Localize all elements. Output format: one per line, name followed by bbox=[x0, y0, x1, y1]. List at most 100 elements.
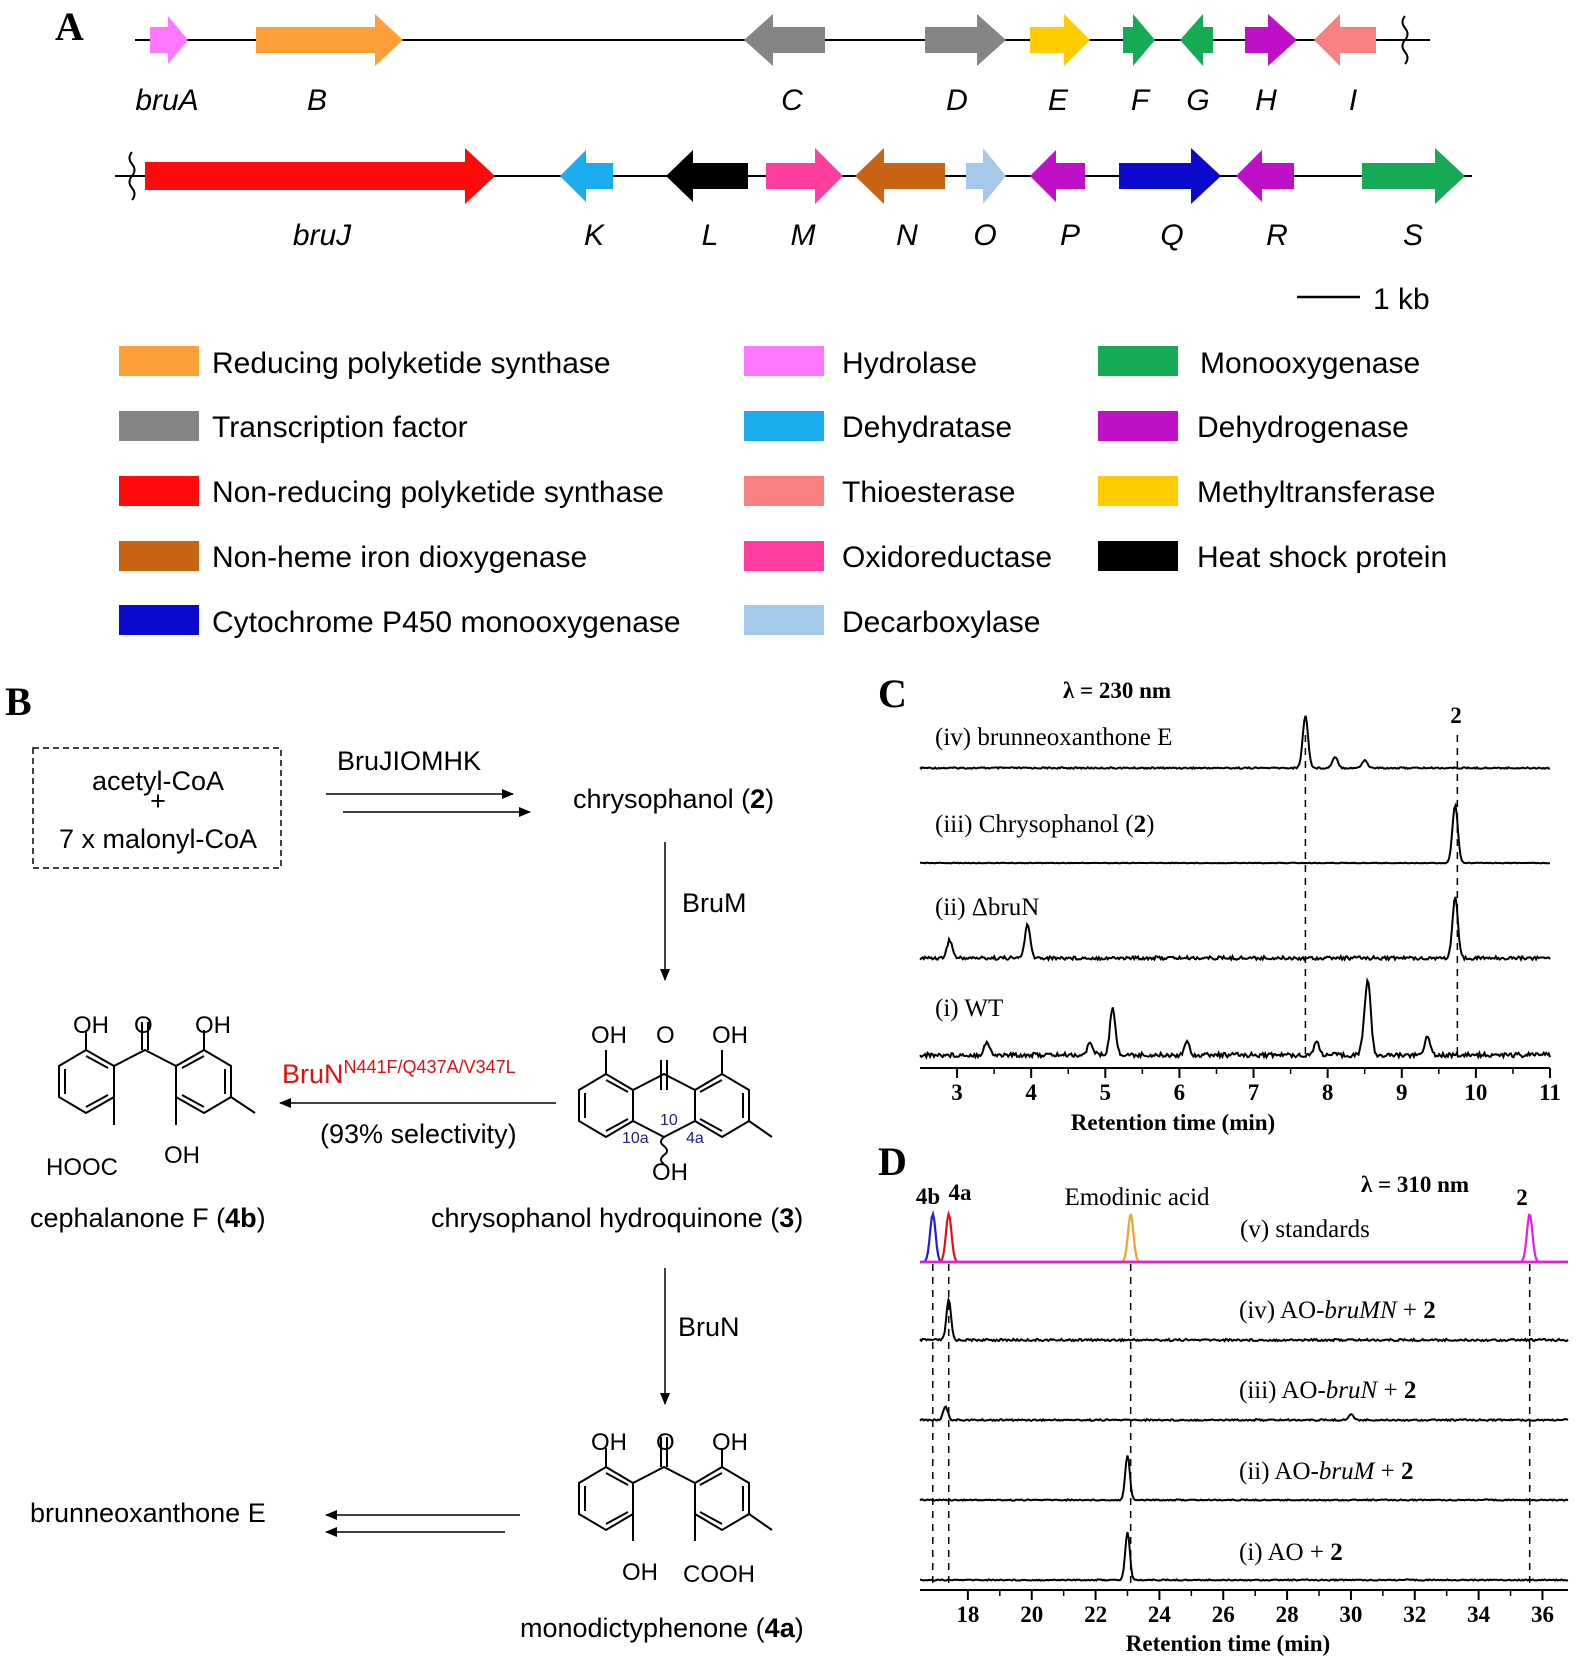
pks-step: BruJIOMHK bbox=[326, 746, 531, 817]
chart-d-peak-4a: 4a bbox=[949, 1180, 973, 1205]
gene-arrow-O bbox=[966, 148, 1006, 204]
chart-d-trace-3 bbox=[919, 1455, 1569, 1502]
legend-label-hsp: Heat shock protein bbox=[1197, 541, 1447, 574]
gene-label-F: F bbox=[1131, 84, 1151, 117]
legend-swatch-p450 bbox=[119, 605, 199, 635]
chart-d-peak-emodinic: Emodinic acid bbox=[1064, 1184, 1210, 1211]
c4a-cooh: COOH bbox=[683, 1561, 755, 1588]
gene-label-Q: Q bbox=[1160, 219, 1183, 252]
gene-labels-row-2: bruJ K L M N O P Q R S bbox=[293, 219, 1423, 252]
c4a-oh-left: OH bbox=[591, 1429, 627, 1456]
scale-bar-label: 1 kb bbox=[1373, 283, 1430, 316]
variant-step: BruNN441F/Q437A/V347L (93% selectivity) bbox=[279, 1057, 556, 1149]
c3-oh-right: OH bbox=[712, 1022, 748, 1049]
chart-c-tick-label-6: 6 bbox=[1174, 1080, 1186, 1105]
panel-label-a: A bbox=[55, 4, 84, 49]
c3-oh-bottom: OH bbox=[652, 1159, 688, 1186]
ketone-bridge bbox=[113, 1022, 177, 1067]
gene-label-N: N bbox=[896, 219, 918, 252]
legend-swatch-monooxygenase bbox=[1098, 346, 1178, 376]
legend-swatch-thioesterase bbox=[744, 476, 824, 506]
legend-label-p450: Cytochrome P450 monooxygenase bbox=[212, 606, 681, 639]
c4b-oh-right: OH bbox=[195, 1012, 231, 1039]
gene-cluster-row-2 bbox=[115, 148, 1472, 204]
c4b-hooc: HOOC bbox=[46, 1154, 118, 1181]
chart-d-xlabel: Retention time (min) bbox=[1126, 1631, 1330, 1656]
chart-d-series-iv-label: (iv) AO-bruMN + 2 bbox=[1239, 1297, 1436, 1324]
enzyme-label-brujiomhk: BruJIOMHK bbox=[337, 746, 481, 776]
chart-c-trace-3 bbox=[919, 976, 1551, 1061]
compound-4a-label: monodictyphenone (4a) bbox=[520, 1613, 804, 1643]
gene-arrow-H bbox=[1245, 14, 1297, 66]
legend-label-decarboxylase: Decarboxylase bbox=[842, 606, 1040, 639]
gene-label-B: B bbox=[307, 84, 327, 117]
ring-right bbox=[694, 1072, 750, 1139]
c4a-oh-right: OH bbox=[712, 1429, 748, 1456]
gene-label-M: M bbox=[791, 219, 816, 252]
brum-step: BruM bbox=[660, 842, 747, 981]
chart-c-tick-label-11: 11 bbox=[1539, 1080, 1561, 1105]
chart-c: λ = 230 nm 2 (iv) brunneoxanthone E (iii… bbox=[919, 678, 1561, 1135]
legend-swatch-nrpks bbox=[119, 476, 199, 506]
chart-c-series-ii-label: (ii) ΔbruN bbox=[935, 894, 1039, 921]
gene-arrow-N bbox=[855, 148, 945, 204]
gene-label-P: P bbox=[1060, 219, 1080, 252]
gene-label-L: L bbox=[702, 219, 719, 252]
ring-4b-left-double bbox=[64, 1055, 109, 1108]
gene-arrow-B bbox=[256, 14, 403, 66]
legend-label-oxidoreductase: Oxidoreductase bbox=[842, 541, 1052, 574]
gene-label-K: K bbox=[584, 219, 606, 252]
chart-d-series-ii-label: (ii) AO-bruM + 2 bbox=[1239, 1458, 1414, 1485]
chart-c-tick-label-7: 7 bbox=[1248, 1080, 1260, 1105]
chart-c-series-iii-label: (iii) Chrysophanol (2) bbox=[935, 811, 1154, 838]
legend-swatch-oxidoreductase bbox=[744, 541, 824, 571]
chart-c-tick-label-3: 3 bbox=[951, 1080, 963, 1105]
chart-d-tick-label-18: 18 bbox=[956, 1602, 979, 1627]
ring-right-double bbox=[699, 1079, 744, 1132]
row1-break-mark bbox=[1401, 15, 1409, 65]
oh-bonds bbox=[605, 1050, 723, 1074]
position-10a: 10a bbox=[622, 1130, 649, 1147]
gene-arrow-F bbox=[1123, 14, 1155, 66]
gene-label-I: I bbox=[1349, 84, 1357, 117]
chart-d: λ = 310 nm 4b 4a Emodinic acid 2 (v) sta… bbox=[916, 1172, 1569, 1656]
chart-d-peak-2: 2 bbox=[1516, 1185, 1528, 1210]
final-product-label: brunneoxanthone E bbox=[30, 1498, 266, 1528]
gene-arrow-M bbox=[766, 148, 843, 204]
chart-c-tick-label-9: 9 bbox=[1396, 1080, 1408, 1105]
enzyme-label-brum: BruM bbox=[682, 888, 747, 918]
precursor-box: acetyl-CoA + 7 x malonyl-CoA bbox=[32, 747, 282, 869]
c4b-oh-bottom: OH bbox=[164, 1142, 200, 1169]
chart-d-tick-label-32: 32 bbox=[1403, 1602, 1426, 1627]
ring-4b-right-double bbox=[181, 1055, 226, 1108]
panel-label-c: C bbox=[878, 671, 907, 716]
legend-swatch-dioxygenase bbox=[119, 541, 199, 571]
legend-label-tf: Transcription factor bbox=[212, 411, 468, 444]
gene-arrow-Q bbox=[1119, 148, 1221, 204]
chart-d-tick-label-20: 20 bbox=[1020, 1602, 1043, 1627]
gene-arrow-S bbox=[1362, 148, 1465, 204]
structure-monodictyphenone bbox=[578, 1437, 773, 1541]
chart-d-tick-label-36: 36 bbox=[1531, 1602, 1554, 1627]
chart-d-tick-label-30: 30 bbox=[1339, 1602, 1362, 1627]
ring-4a-left bbox=[578, 1465, 634, 1532]
variant-enzyme-label: BruNN441F/Q437A/V347L bbox=[282, 1057, 516, 1089]
gene-arrow-P bbox=[1030, 150, 1085, 202]
chart-d-title: λ = 310 nm bbox=[1361, 1172, 1469, 1197]
enzyme-label-brun: BruN bbox=[678, 1312, 740, 1342]
ring-4b-right bbox=[175, 1048, 232, 1115]
chart-c-tick-label-5: 5 bbox=[1100, 1080, 1112, 1105]
chart-c-xlabel: Retention time (min) bbox=[1071, 1110, 1275, 1135]
chart-c-title: λ = 230 nm bbox=[1063, 678, 1171, 703]
gene-label-C: C bbox=[781, 84, 803, 117]
oh-bonds-4b bbox=[85, 1030, 205, 1050]
ketone-bridge-4a bbox=[632, 1437, 696, 1484]
chart-d-tick-label-28: 28 bbox=[1276, 1602, 1299, 1627]
legend-label-nrpks: Non-reducing polyketide synthase bbox=[212, 476, 664, 509]
gene-labels-row-1: bruA B C D E F G H I bbox=[135, 84, 1357, 117]
scale-bar: 1 kb bbox=[1297, 283, 1430, 316]
chart-d-trace-4 bbox=[920, 1531, 1569, 1582]
row2-break-mark bbox=[128, 151, 136, 201]
gene-arrow-L bbox=[666, 150, 748, 202]
